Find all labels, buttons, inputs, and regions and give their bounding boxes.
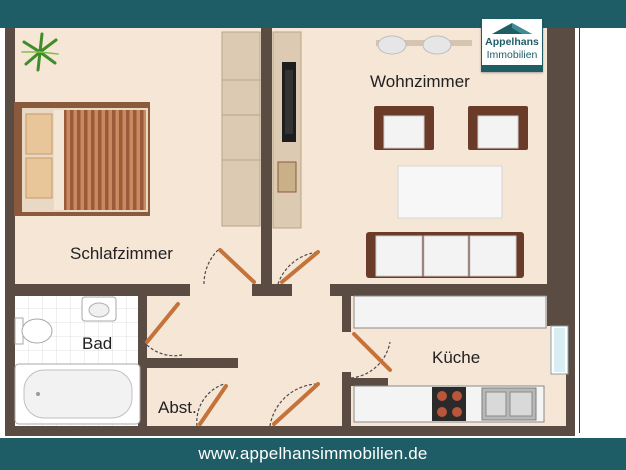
walls — [5, 28, 575, 436]
room-label-bath: Bad — [82, 334, 113, 353]
bed-icon — [14, 102, 150, 216]
room-label-living: Wohnzimmer — [370, 72, 470, 91]
coffee-table — [397, 165, 503, 219]
door-leaves — [145, 248, 392, 426]
plant-icon — [21, 32, 59, 72]
logo-line-2: Immobilien — [486, 49, 538, 61]
room-label-storage: Abst. — [158, 398, 197, 417]
armchair-icon — [468, 106, 528, 150]
tv-cabinet — [272, 31, 302, 229]
room-label-kitchen: Küche — [432, 348, 481, 367]
logo-stripe — [482, 65, 542, 71]
dining-chairs — [376, 35, 472, 55]
footer-bar: www.appelhansimmobilien.de — [0, 438, 626, 470]
kitchen-sink-icon — [481, 387, 537, 421]
sofa-icon — [366, 232, 524, 278]
bathtub-icon — [14, 363, 141, 425]
room-label-bedroom: Schlafzimmer — [70, 244, 173, 263]
page-edge-line — [579, 28, 580, 433]
toilet-icon — [14, 317, 53, 345]
roof-icon — [492, 23, 532, 34]
stove-icon — [432, 387, 466, 421]
sink-icon — [81, 296, 117, 322]
kitchen-window — [550, 325, 569, 375]
logo-line-1: Appelhans — [485, 36, 539, 48]
company-logo: Appelhans Immobilien — [481, 18, 543, 72]
door-icon — [146, 249, 391, 427]
wardrobe — [221, 31, 261, 227]
footer-url[interactable]: www.appelhansimmobilien.de — [198, 444, 428, 463]
armchair-icon — [374, 106, 434, 150]
